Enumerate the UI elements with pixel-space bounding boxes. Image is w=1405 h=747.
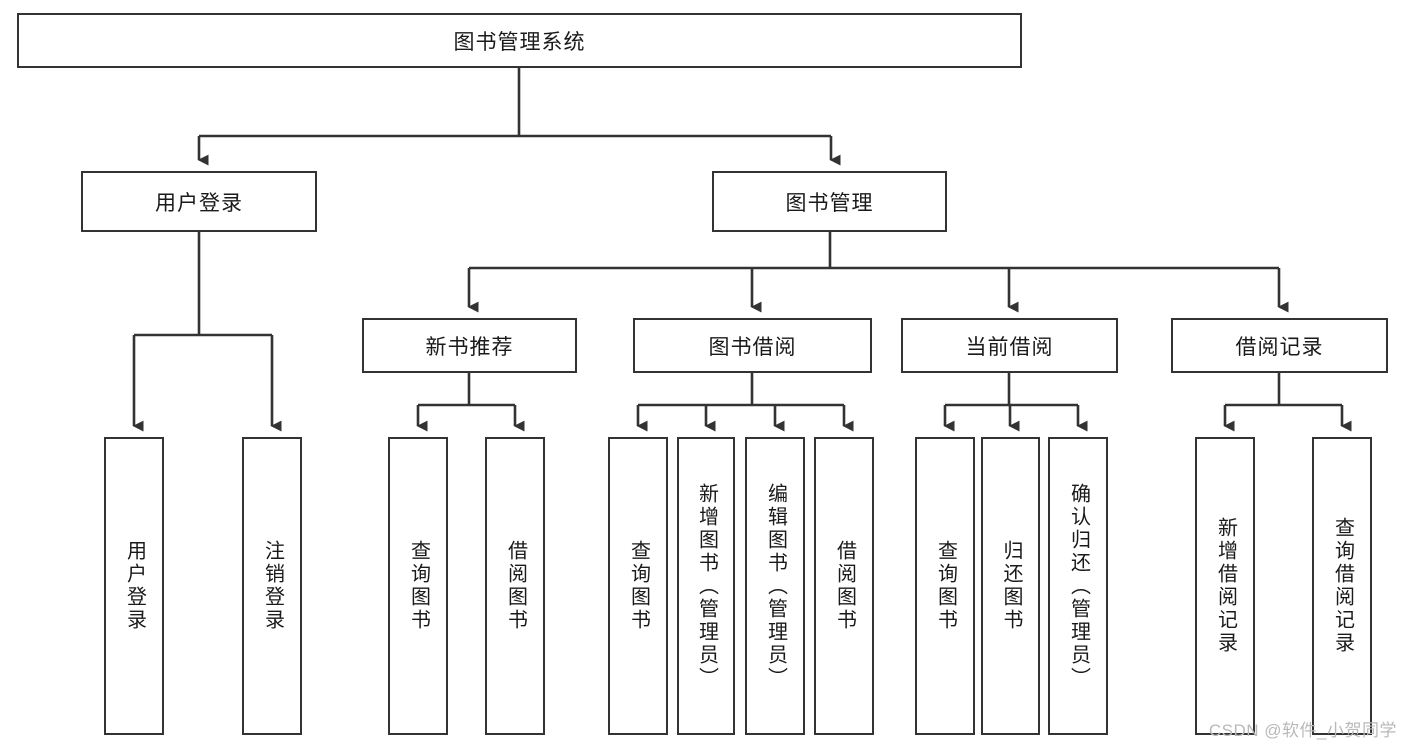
node-leaf-borrow-book-1[interactable]: 借阅图书 xyxy=(485,437,545,735)
node-leaf-edit-book-label: 编辑图书（管理员） xyxy=(764,482,787,690)
node-book-manage-label: 图书管理 xyxy=(785,191,874,215)
node-leaf-return-book[interactable]: 归还图书 xyxy=(981,437,1040,735)
node-leaf-borrow-book-1-label: 借阅图书 xyxy=(504,540,527,632)
node-new-book-rec-label: 新书推荐 xyxy=(425,335,514,359)
node-root-label: 图书管理系统 xyxy=(453,30,586,54)
node-leaf-add-book[interactable]: 新增图书（管理员） xyxy=(677,437,735,735)
node-leaf-return-book-label: 归还图书 xyxy=(1000,540,1022,632)
node-leaf-query-book-3[interactable]: 查询图书 xyxy=(915,437,975,735)
node-leaf-add-book-label: 新增图书（管理员） xyxy=(695,482,718,690)
node-user-login[interactable]: 用户登录 xyxy=(81,171,317,232)
node-current-borrow-label: 当前借阅 xyxy=(965,335,1054,359)
node-leaf-user-login[interactable]: 用户登录 xyxy=(104,437,164,735)
node-book-borrow[interactable]: 图书借阅 xyxy=(633,318,872,373)
node-leaf-query-record-label: 查询借阅记录 xyxy=(1331,517,1354,655)
node-leaf-query-record[interactable]: 查询借阅记录 xyxy=(1312,437,1372,735)
node-new-book-rec[interactable]: 新书推荐 xyxy=(362,318,577,373)
node-leaf-query-book-1[interactable]: 查询图书 xyxy=(388,437,448,735)
node-leaf-borrow-book-2-label: 借阅图书 xyxy=(833,540,856,632)
node-leaf-logout[interactable]: 注销登录 xyxy=(242,437,302,735)
node-book-borrow-label: 图书借阅 xyxy=(708,335,797,359)
node-leaf-add-record-label: 新增借阅记录 xyxy=(1214,517,1237,655)
node-root[interactable]: 图书管理系统 xyxy=(17,13,1022,68)
node-leaf-confirm-return[interactable]: 确认归还（管理员） xyxy=(1048,437,1108,735)
node-user-login-label: 用户登录 xyxy=(155,191,243,215)
node-leaf-logout-label: 注销登录 xyxy=(261,540,284,632)
watermark: CSDN @软件_小贺同学 xyxy=(1208,721,1397,740)
node-leaf-query-book-2-label: 查询图书 xyxy=(627,540,650,632)
node-leaf-add-record[interactable]: 新增借阅记录 xyxy=(1195,437,1255,735)
node-leaf-user-login-label: 用户登录 xyxy=(123,540,146,632)
node-borrow-record-label: 借阅记录 xyxy=(1235,335,1324,359)
node-current-borrow[interactable]: 当前借阅 xyxy=(901,318,1118,373)
node-leaf-query-book-1-label: 查询图书 xyxy=(407,540,430,632)
node-leaf-edit-book[interactable]: 编辑图书（管理员） xyxy=(745,437,805,735)
node-leaf-borrow-book-2[interactable]: 借阅图书 xyxy=(814,437,874,735)
node-book-manage[interactable]: 图书管理 xyxy=(712,171,947,232)
node-leaf-query-book-2[interactable]: 查询图书 xyxy=(608,437,668,735)
node-leaf-confirm-return-label: 确认归还（管理员） xyxy=(1067,482,1090,690)
node-leaf-query-book-3-label: 查询图书 xyxy=(934,540,957,632)
node-borrow-record[interactable]: 借阅记录 xyxy=(1171,318,1388,373)
